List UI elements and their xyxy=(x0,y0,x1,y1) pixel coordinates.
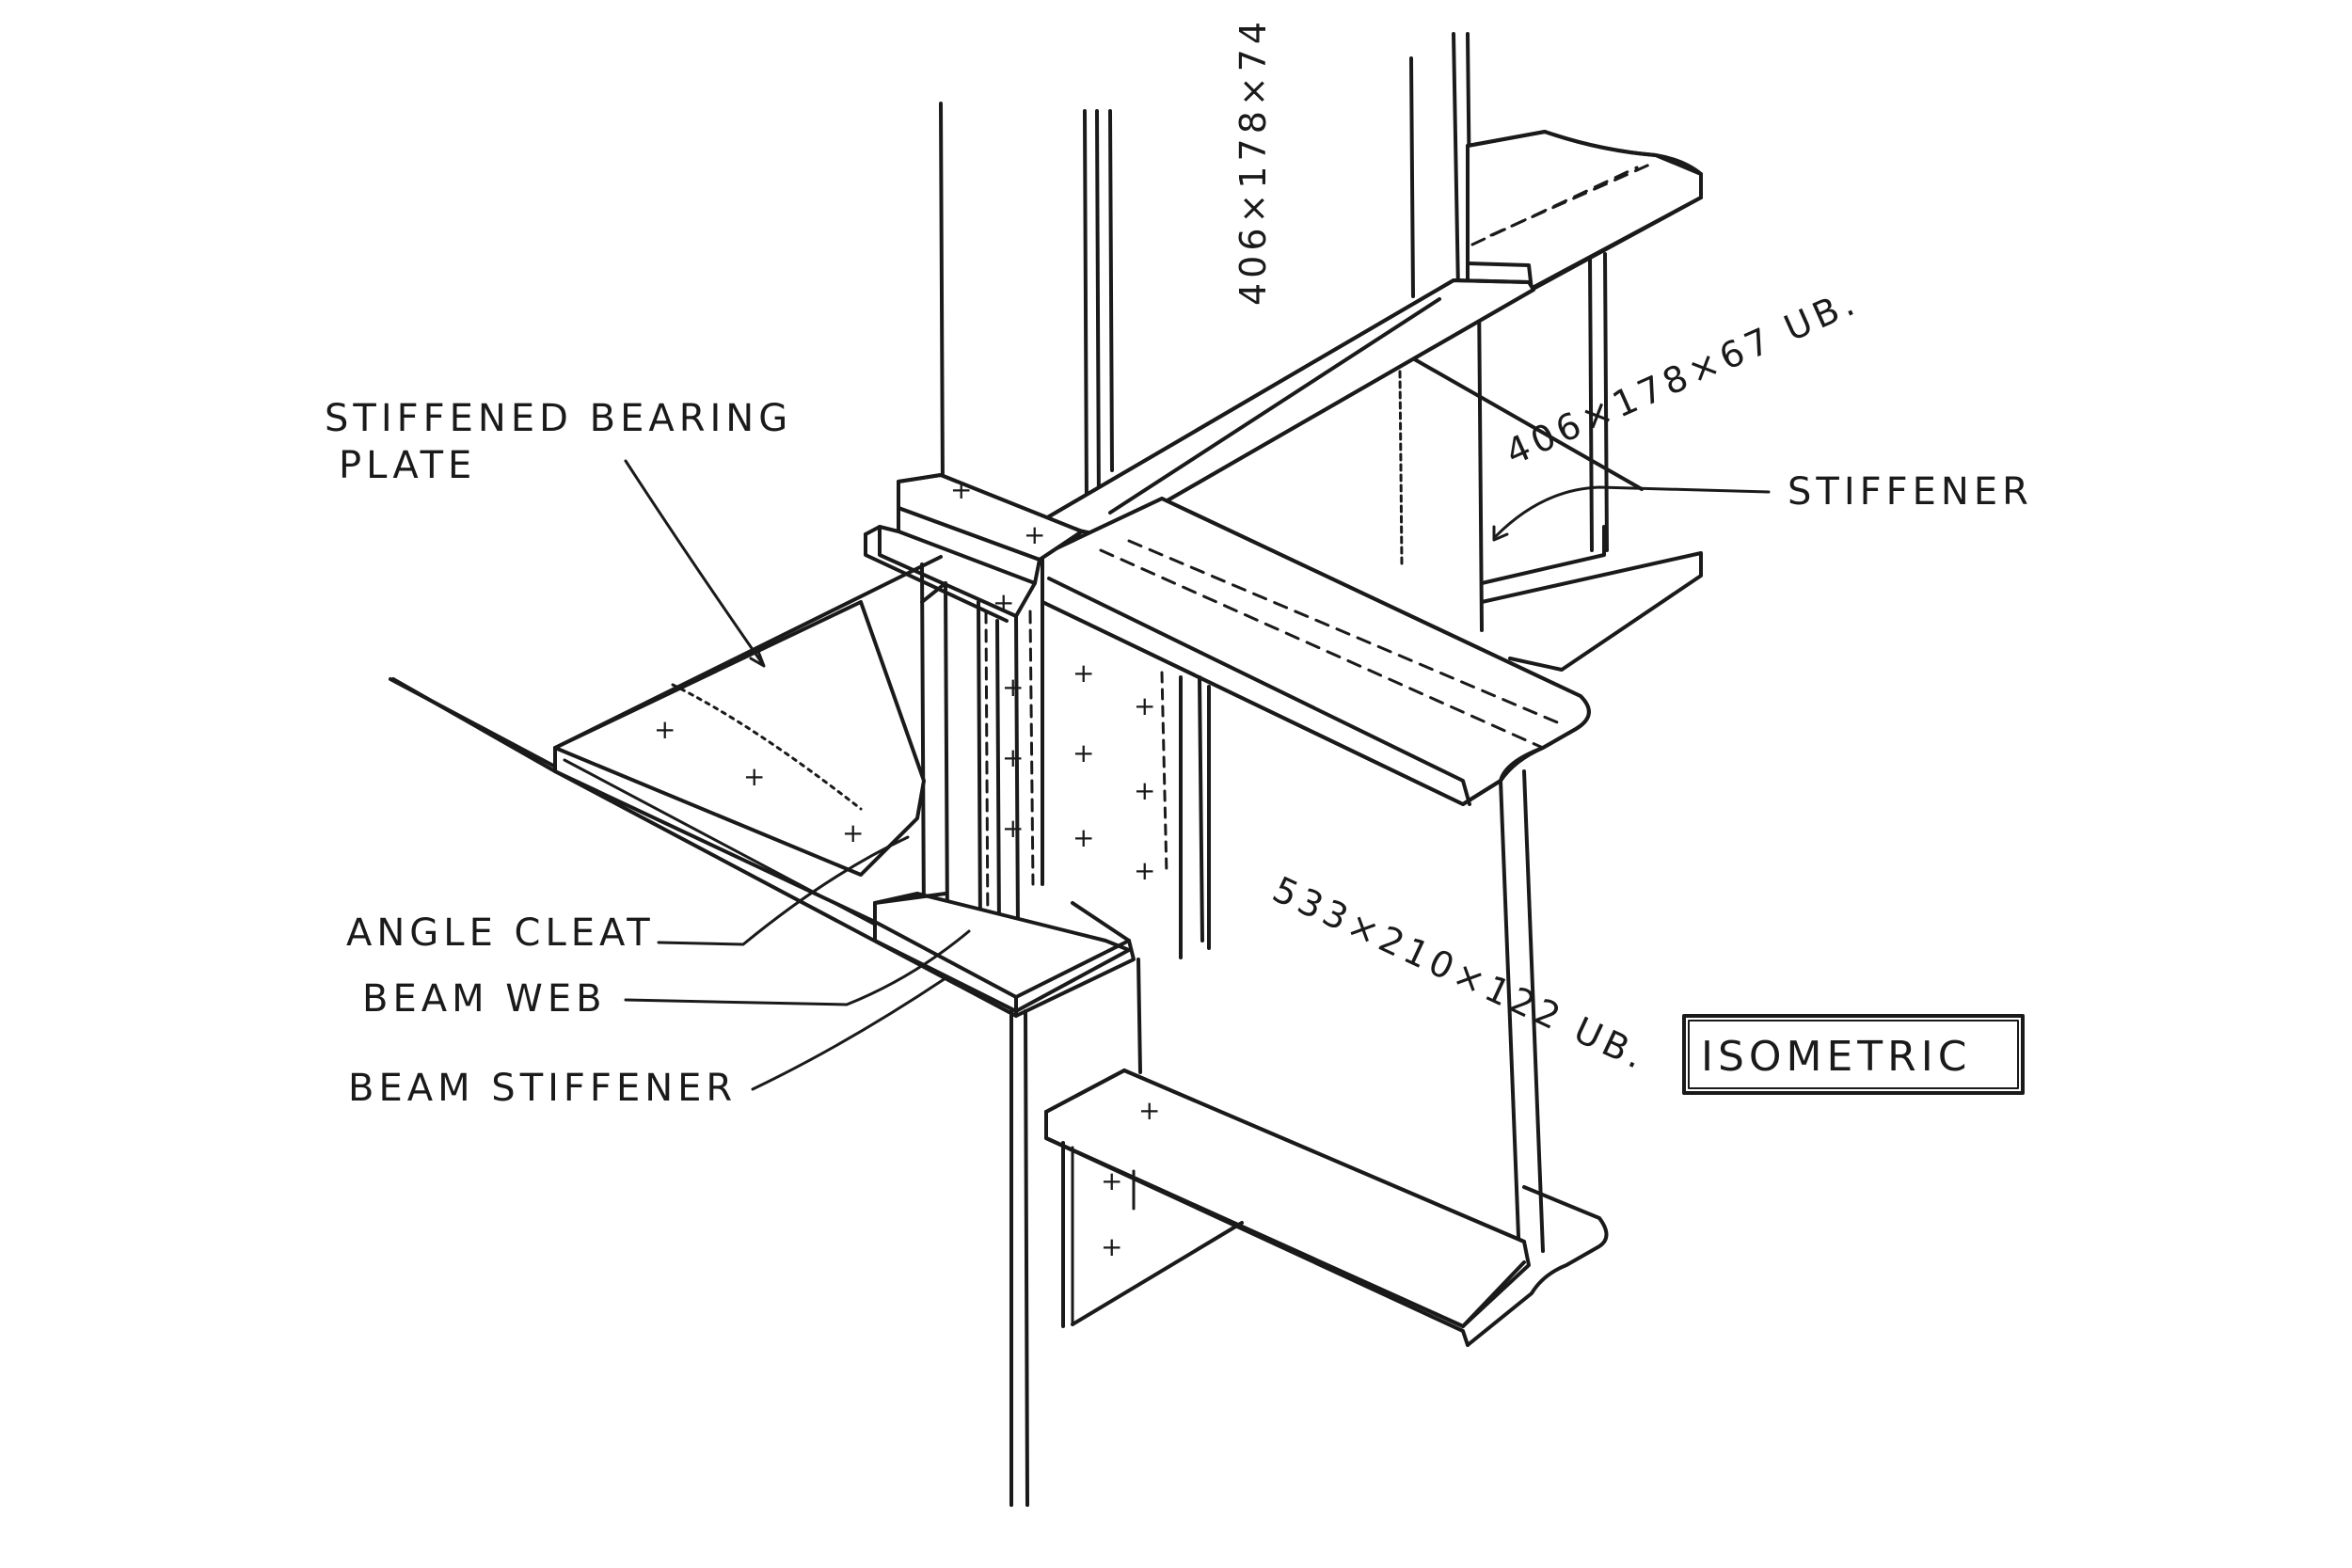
svg-text:+: + xyxy=(993,587,1014,618)
svg-text:+: + xyxy=(1138,1095,1160,1126)
bolt-marks: + + + + + + + + + + + + + + + + + + xyxy=(654,474,1160,1262)
cap-plate xyxy=(864,473,1084,623)
svg-text:+: + xyxy=(654,714,675,745)
svg-text:+: + xyxy=(1024,519,1045,550)
right-beam-web xyxy=(1398,252,1703,672)
primary-beam-flange-right xyxy=(1041,497,1591,806)
stiffened-bearing-plate xyxy=(391,555,1018,1018)
svg-text:+: + xyxy=(950,474,972,505)
right-beam-top-flange xyxy=(1466,130,1703,292)
view-title: ISOMETRIC xyxy=(1701,1033,1971,1081)
svg-text:+: + xyxy=(1073,657,1094,689)
dim-right-beam: 406×178×67 UB. xyxy=(1500,280,1865,473)
svg-text:+: + xyxy=(1134,855,1155,886)
label-stiffened-bearing-plate-line2: PLATE xyxy=(339,444,476,487)
label-stiffener: STIFFENER xyxy=(1788,470,2033,514)
svg-text:+: + xyxy=(1073,737,1094,768)
main-beam-web xyxy=(1041,600,1545,1262)
label-angle-cleat: ANGLE CLEAT xyxy=(346,911,655,955)
label-beam-stiffener: BEAM STIFFENER xyxy=(348,1067,737,1110)
svg-text:+: + xyxy=(743,761,765,792)
angle-cleat-assembly xyxy=(873,892,1142,1507)
svg-text:+: + xyxy=(1002,672,1024,703)
svg-text:+: + xyxy=(842,817,864,848)
svg-text:+: + xyxy=(1134,690,1155,721)
primary-beam-top-flange xyxy=(1038,278,1535,538)
svg-text:+: + xyxy=(1002,742,1024,773)
svg-text:+: + xyxy=(1002,813,1024,844)
dim-column-section: 406×178×74 UB xyxy=(1232,0,1274,306)
svg-text:+: + xyxy=(1101,1231,1122,1262)
secondary-beam-edge xyxy=(389,677,557,768)
primary-beam-bottom-flange xyxy=(1044,1069,1609,1347)
view-title-box: ISOMETRIC xyxy=(1682,1014,2025,1095)
label-beam-web: BEAM WEB xyxy=(362,977,607,1021)
dim-main-beam: 533×210×122 UB. xyxy=(1266,868,1654,1078)
label-stiffened-bearing-plate: STIFFENED BEARING xyxy=(325,397,792,440)
leader-lines xyxy=(624,459,1771,1091)
upper-column xyxy=(939,32,1472,515)
svg-text:+: + xyxy=(1134,775,1155,806)
svg-text:+: + xyxy=(1101,1165,1122,1196)
svg-text:+: + xyxy=(1073,822,1094,853)
bearing-stiffener-column xyxy=(920,562,1035,938)
